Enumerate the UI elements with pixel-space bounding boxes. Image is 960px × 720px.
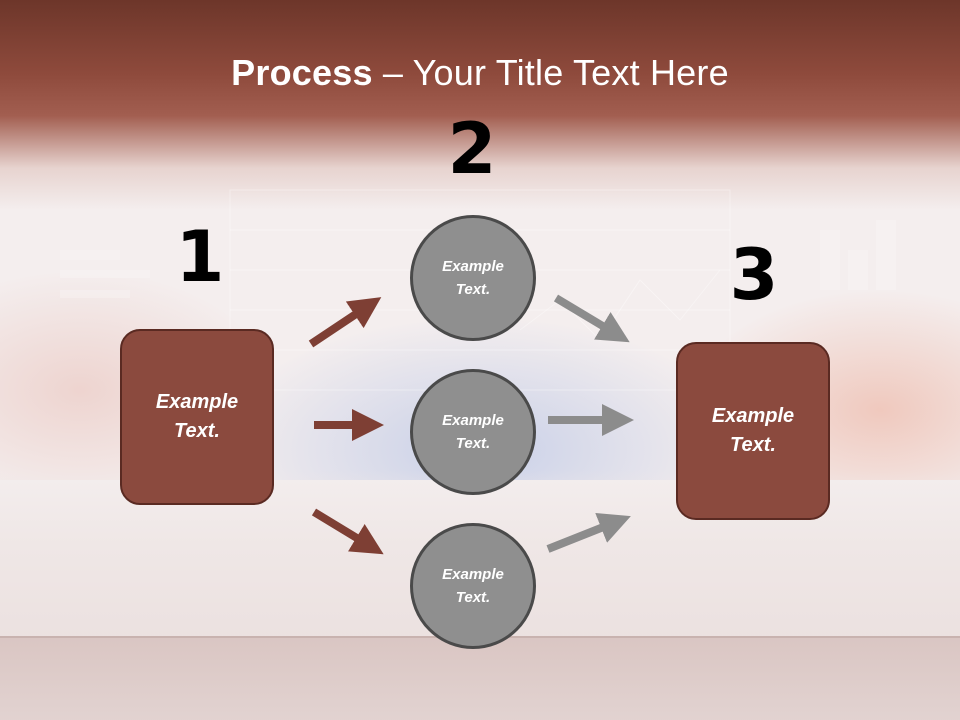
- step-number-2: 2: [447, 108, 497, 190]
- step-box-1-text: Example Text.: [155, 391, 239, 442]
- arrow-box1-to-circle1: [308, 297, 382, 348]
- step-number-1: 1: [175, 216, 225, 298]
- arrow-box1-to-circle3: [311, 508, 384, 555]
- step-number-3: 3: [729, 234, 779, 316]
- step-box-3: Example Text.: [676, 342, 830, 520]
- step-circle-2: Example Text.: [410, 369, 536, 495]
- step-circle-1: Example Text.: [410, 215, 536, 341]
- step-box-1: Example Text.: [120, 329, 274, 505]
- step-circle-3-text: Example Text.: [442, 566, 504, 606]
- arrow-circle1-to-box3: [553, 294, 630, 343]
- title-rest: – Your Title Text Here: [372, 52, 729, 93]
- step-circle-3: Example Text.: [410, 523, 536, 649]
- step-box-3-text: Example Text.: [711, 405, 795, 456]
- slide-title: Process – Your Title Text Here: [0, 52, 960, 94]
- arrow-circle3-to-box3: [546, 513, 631, 553]
- step-circle-1-text: Example Text.: [442, 258, 504, 298]
- title-bold: Process: [231, 52, 373, 93]
- step-circle-2-text: Example Text.: [442, 412, 504, 452]
